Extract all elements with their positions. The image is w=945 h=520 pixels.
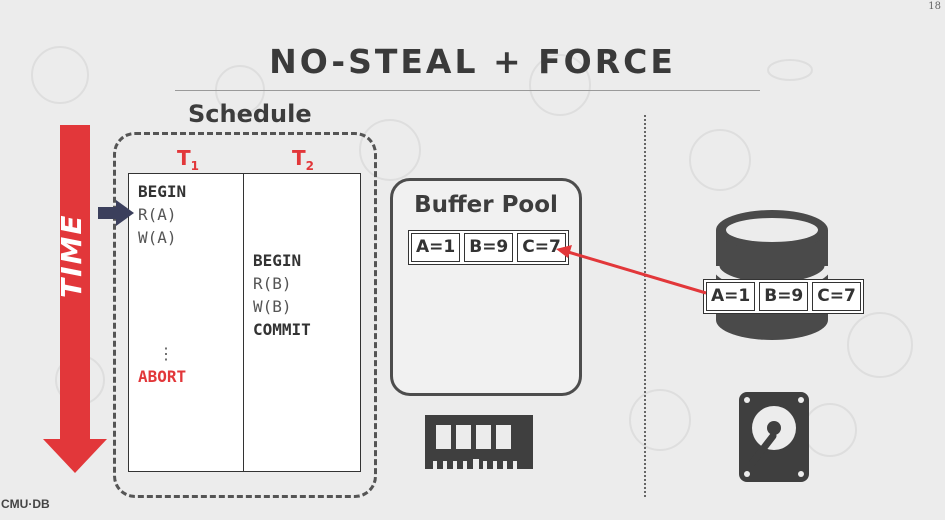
schedule-table [128, 173, 361, 472]
buffer-pool-label: Buffer Pool [414, 192, 558, 218]
t2-write-b: W(B) [253, 297, 292, 316]
t2-read-b: R(B) [253, 274, 292, 293]
disk-cell-b: B=9 [759, 282, 809, 311]
schedule-label: Schedule [188, 100, 312, 128]
t1-header: T1 [177, 146, 200, 173]
t1-read-a: R(A) [138, 205, 177, 224]
disk-cell-c: C=7 [812, 282, 861, 311]
hard-drive-icon [739, 392, 809, 482]
cursor-arrow-icon [98, 200, 134, 226]
page-number: 18 [928, 1, 941, 12]
t1-write-a: W(A) [138, 228, 177, 247]
t2-commit: COMMIT [253, 320, 311, 339]
column-divider [243, 173, 244, 472]
cmu-db-logo: CMU·DB [1, 497, 50, 511]
time-arrow [43, 125, 107, 473]
t1-abort: ABORT [138, 367, 187, 386]
buffer-pool-frame [390, 178, 582, 396]
page-title: NO-STEAL + FORCE [269, 42, 676, 81]
t1-ellipsis: ⋮ [158, 344, 174, 363]
memory-disk-separator [644, 115, 646, 497]
disk-cell-a: A=1 [706, 282, 756, 311]
buffer-pool-page: A=1 B=9 C=7 [408, 230, 569, 265]
t2-begin: BEGIN [253, 251, 302, 270]
title-divider [175, 90, 760, 91]
disk-page: A=1 B=9 C=7 [703, 279, 864, 314]
buffer-cell-a: A=1 [411, 233, 461, 262]
schedule-frame [113, 132, 377, 498]
t2-header: T2 [292, 146, 315, 173]
ram-icon [425, 415, 533, 471]
t1-begin: BEGIN [138, 182, 187, 201]
buffer-cell-c: C=7 [517, 233, 566, 262]
buffer-cell-b: B=9 [464, 233, 514, 262]
